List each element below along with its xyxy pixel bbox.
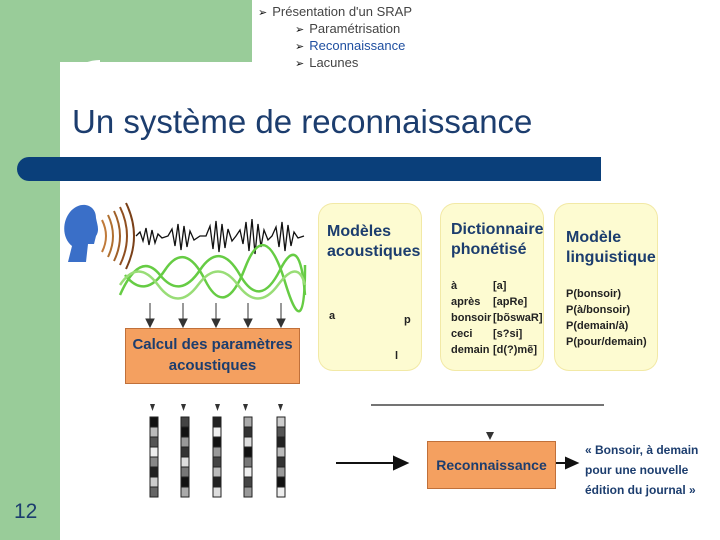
panel-dictionary-title-1: Dictionnaire [451, 221, 544, 238]
dict-phon: [bõswaR] [493, 312, 543, 324]
quote-line: pour une nouvelle [585, 463, 689, 477]
dict-word: ceci [451, 328, 473, 340]
panel-language-model: Modèle linguistique P(bonsoir) P(à/bonso… [555, 204, 657, 370]
panel-phonetic-dictionary: Dictionnaire phonétisé à [a] après [apRe… [441, 204, 543, 370]
panel-acoustic-title-1: Modèles [327, 223, 392, 240]
lm-entry: P(demain/à) [566, 320, 629, 332]
recognition-box: Reconnaissance [427, 441, 556, 489]
panel-acoustic-models: Modèles acoustiques a p l [319, 204, 421, 370]
arrow-bullet-icon: ➢ [295, 41, 305, 53]
quote-line: édition du journal » [585, 483, 696, 497]
top-green-band [0, 0, 252, 62]
dict-phon: [d(?)mẽ] [493, 344, 537, 356]
sound-waves-icon [101, 202, 135, 270]
frame-arrows [145, 303, 286, 329]
title-underline-bar [17, 157, 601, 181]
left-green-bar [0, 0, 60, 540]
panel-language-title-2: linguistique [566, 249, 656, 266]
arrow-bullet-icon: ➢ [295, 58, 305, 70]
recognized-sentence: « Bonsoir, à demain pour une nouvelle éd… [585, 440, 698, 500]
nav-item-parametrisation[interactable]: ➢Paramétrisation [295, 21, 401, 36]
nav-item-presentation[interactable]: ➢Présentation d'un SRAP [258, 4, 413, 19]
calc-box-line1: Calcul des paramètres [132, 336, 293, 353]
dict-word: bonsoir [451, 312, 492, 324]
lm-entry: P(bonsoir) [566, 288, 621, 300]
frame-windows-waves [118, 244, 307, 313]
vector-arrows [150, 404, 283, 411]
calc-parameters-box: Calcul des paramètres acoustiques [125, 328, 300, 384]
slide-title: Un système de reconnaissance [72, 103, 533, 140]
calc-box-line2: acoustiques [168, 357, 257, 374]
lm-entry: P(pour/demain) [566, 336, 647, 348]
hmm-label-l: l [395, 350, 399, 362]
output-arrow [556, 456, 580, 470]
speech-waveform [135, 218, 305, 255]
connector-arrow-down [486, 432, 494, 440]
dict-word: demain [451, 344, 490, 356]
dict-phon: [a] [493, 280, 507, 292]
panel-language-title-1: Modèle [566, 229, 622, 246]
speaker-head-icon [64, 204, 99, 262]
dict-phon: [apRe] [493, 296, 528, 308]
panel-acoustic-title-2: acoustiques [327, 243, 421, 260]
hmm-label-a: a [329, 310, 336, 322]
recognition-box-label: Reconnaissance [436, 457, 547, 473]
dict-word: à [451, 280, 458, 292]
slide-number: 12 [14, 500, 38, 523]
arrow-bullet-icon: ➢ [258, 7, 268, 19]
arrow-bullet-icon: ➢ [295, 24, 305, 36]
lm-entry: P(à/bonsoir) [566, 304, 631, 316]
nav-item-lacunes[interactable]: ➢Lacunes [295, 55, 359, 70]
acoustic-feature-vectors [149, 416, 286, 498]
dict-phon: [s?si] [493, 328, 523, 340]
nav-item-reconnaissance[interactable]: ➢Reconnaissance [295, 38, 406, 53]
quote-line: « Bonsoir, à demain [585, 443, 699, 457]
dict-word: après [451, 296, 481, 308]
panel-dictionary-title-2: phonétisé [451, 241, 527, 258]
hmm-label-p: p [404, 314, 411, 326]
input-arrow [336, 455, 410, 471]
